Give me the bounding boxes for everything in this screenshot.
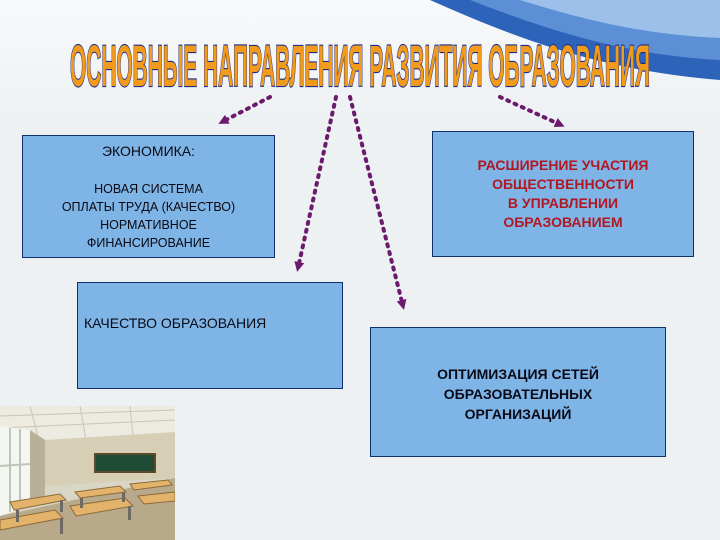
quality-text: КАЧЕСТВО ОБРАЗОВАНИЯ [84, 315, 266, 331]
economy-box: ЭКОНОМИКА: НОВАЯ СИСТЕМА ОПЛАТЫ ТРУДА (К… [22, 135, 275, 258]
economy-line: ОПЛАТЫ ТРУДА (КАЧЕСТВО) [23, 198, 274, 216]
public-participation-text: РАСШИРЕНИЕ УЧАСТИЯ ОБЩЕСТВЕННОСТИ В УПРА… [433, 156, 693, 232]
economy-body: НОВАЯ СИСТЕМА ОПЛАТЫ ТРУДА (КАЧЕСТВО) НО… [23, 180, 274, 252]
network-text: ОПТИМИЗАЦИЯ СЕТЕЙ ОБРАЗОВАТЕЛЬНЫХ ОРГАНИ… [371, 364, 665, 424]
public-line: В УПРАВЛЕНИИ [433, 194, 693, 213]
quality-box: КАЧЕСТВО ОБРАЗОВАНИЯ [77, 282, 343, 389]
public-line: РАСШИРЕНИЕ УЧАСТИЯ [433, 156, 693, 175]
network-line: ОБРАЗОВАТЕЛЬНЫХ [371, 384, 665, 404]
economy-line: НОВАЯ СИСТЕМА [23, 180, 274, 198]
economy-line: НОРМАТИВНОЕ [23, 216, 274, 234]
public-participation-box: РАСШИРЕНИЕ УЧАСТИЯ ОБЩЕСТВЕННОСТИ В УПРА… [432, 131, 694, 257]
classroom-photo [0, 406, 175, 540]
network-optimization-box: ОПТИМИЗАЦИЯ СЕТЕЙ ОБРАЗОВАТЕЛЬНЫХ ОРГАНИ… [370, 327, 666, 457]
network-line: ОРГАНИЗАЦИЙ [371, 404, 665, 424]
page-title-text: ОСНОВНЫЕ НАПРАВЛЕНИЯ РАЗВИТИЯ ОБРАЗОВАНИ… [70, 34, 650, 99]
economy-line: ФИНАНСИРОВАНИЕ [23, 234, 274, 252]
page-title: ОСНОВНЫЕ НАПРАВЛЕНИЯ РАЗВИТИЯ ОБРАЗОВАНИ… [60, 30, 660, 100]
public-line: ОБРАЗОВАНИЕМ [433, 213, 693, 232]
public-line: ОБЩЕСТВЕННОСТИ [433, 175, 693, 194]
economy-heading: ЭКОНОМИКА: [23, 143, 274, 159]
network-line: ОПТИМИЗАЦИЯ СЕТЕЙ [371, 364, 665, 384]
